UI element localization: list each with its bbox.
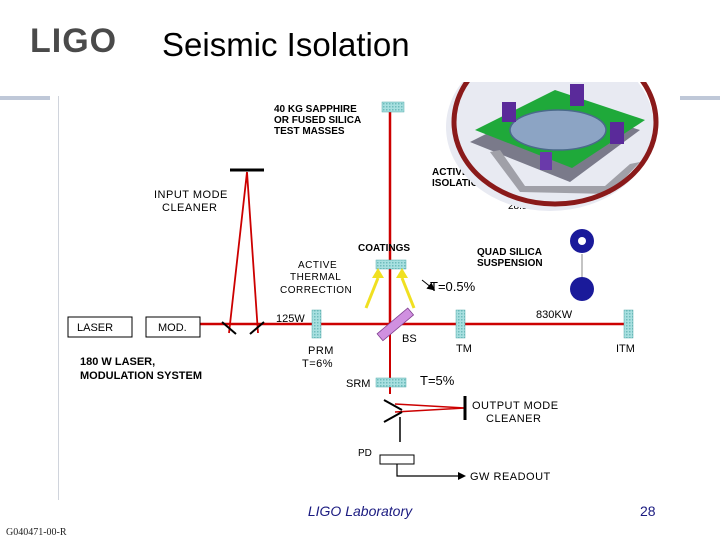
tm-label: TM	[456, 343, 472, 355]
omc-mirror-2	[383, 411, 403, 423]
thermal-correction-arrows	[364, 268, 416, 309]
steering-mirror-2	[249, 321, 265, 335]
prm-label: PRM T=6%	[302, 345, 338, 370]
omc-mirror-1	[383, 399, 403, 411]
laser-system-label: 180 W LASER, MODULATION SYSTEM	[80, 356, 202, 382]
laser-beams	[200, 112, 630, 413]
test-masses-label: 40 KG SAPPHIRE OR FUSED SILICA TEST MASS…	[274, 104, 364, 137]
laser-label: LASER	[77, 322, 113, 334]
prm-optic	[311, 309, 322, 339]
power-830kw: 830KW	[536, 309, 573, 321]
header-rule-left	[0, 96, 50, 100]
srm-label: SRM	[346, 378, 370, 390]
coatings-label: COATINGS	[358, 243, 410, 254]
output-mode-cleaner-label: OUTPUT MODE CLEANER	[472, 400, 562, 425]
steering-mirror-1	[221, 321, 237, 335]
mod-box	[145, 316, 201, 338]
itm-upper-optic	[375, 259, 407, 270]
quad-suspension-label: QUAD SILICA SUSPENSION	[477, 247, 544, 269]
ligo-logo: LIGO	[30, 22, 118, 60]
photodiode	[379, 454, 415, 465]
suspension-disks	[570, 229, 594, 301]
header-rule-right	[680, 96, 720, 100]
itm-label: ITM	[616, 343, 635, 355]
beam-splitter	[376, 307, 415, 342]
thermal-correction-label: ACTIVE THERMAL CORRECTION	[280, 260, 352, 296]
readout-line	[396, 464, 466, 480]
slide-title: Seismic Isolation	[162, 26, 410, 63]
srm-optic	[375, 377, 407, 388]
t05-pointer	[421, 279, 436, 291]
etm-optic	[623, 309, 634, 339]
mod-label: MOD.	[158, 322, 187, 334]
laser-box	[67, 316, 133, 338]
footer-lab-name: LIGO Laboratory	[307, 503, 413, 519]
transmission-srm: T=5%	[420, 373, 455, 388]
test-mass-top	[381, 101, 405, 113]
isolation-platform-inset	[446, 82, 659, 211]
power-125w: 125W	[276, 313, 305, 325]
left-margin-rule	[58, 96, 59, 500]
active-isolation-label: ACTIVE ISOLATION	[432, 167, 486, 189]
gw-readout-label: GW READOUT	[470, 471, 551, 483]
transmission-itm: T=0.5%	[430, 279, 476, 294]
pd-label: PD	[358, 448, 372, 459]
input-mode-cleaner-label: INPUT MODE CLEANER	[154, 189, 231, 214]
interferometer-diagram: 40 KG SAPPHIRE OR FUSED SILICA TEST MASS…	[67, 82, 659, 483]
bs-label: BS	[402, 333, 417, 345]
footer-document-id: G040471-00-R	[6, 527, 67, 538]
tm-optic	[455, 309, 466, 339]
footer-page-number: 28	[640, 503, 656, 519]
